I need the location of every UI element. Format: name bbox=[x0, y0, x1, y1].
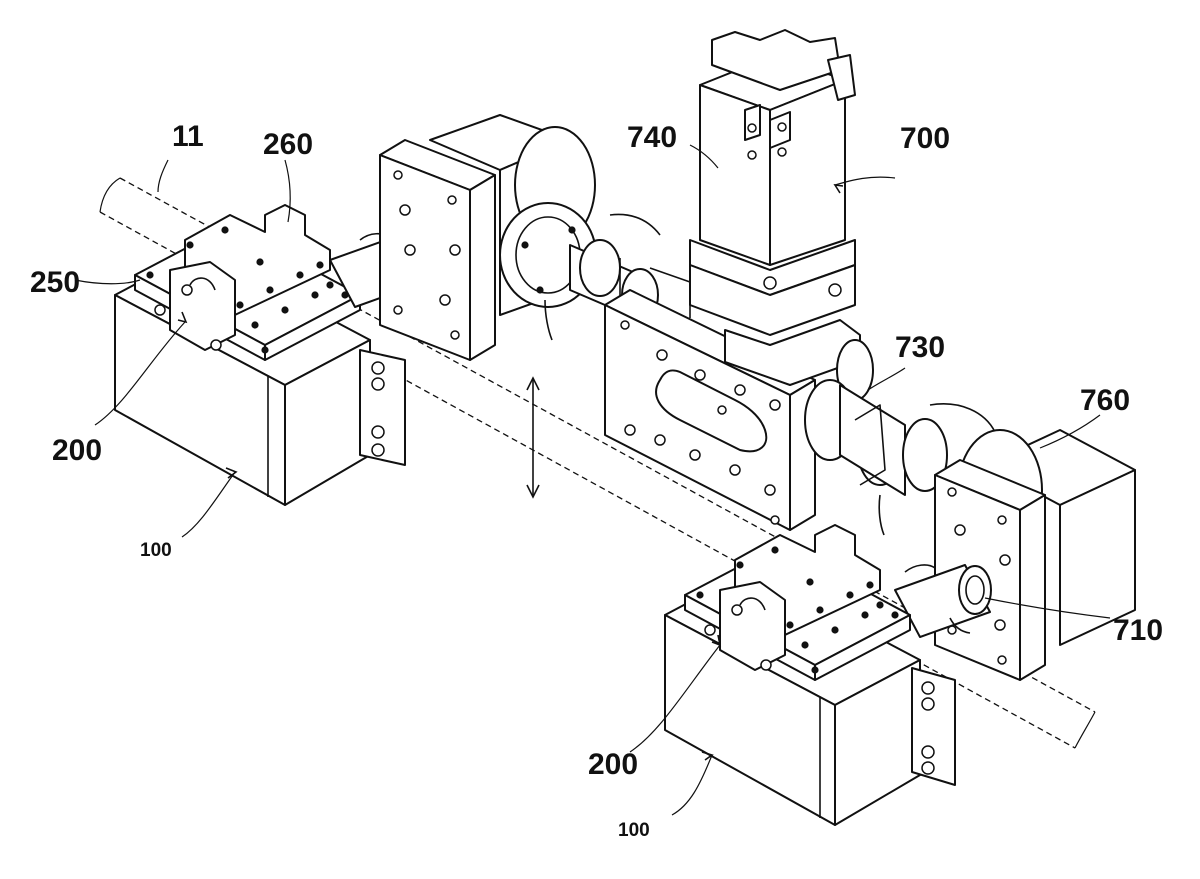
left-flange-plate bbox=[380, 140, 495, 360]
label-760: 760 bbox=[1080, 384, 1130, 417]
label-11: 11 bbox=[172, 120, 204, 153]
label-740: 740 bbox=[627, 121, 677, 154]
label-730: 730 bbox=[895, 331, 945, 364]
label-100-left: 100 bbox=[140, 540, 172, 561]
label-250: 250 bbox=[30, 266, 80, 299]
label-200-left: 200 bbox=[52, 434, 102, 467]
label-260: 260 bbox=[263, 128, 313, 161]
label-710: 710 bbox=[1113, 614, 1163, 647]
label-100-right: 100 bbox=[618, 820, 650, 841]
label-700: 700 bbox=[900, 122, 950, 155]
label-200-right: 200 bbox=[588, 748, 638, 781]
vertical-motion-arrow bbox=[527, 378, 539, 497]
